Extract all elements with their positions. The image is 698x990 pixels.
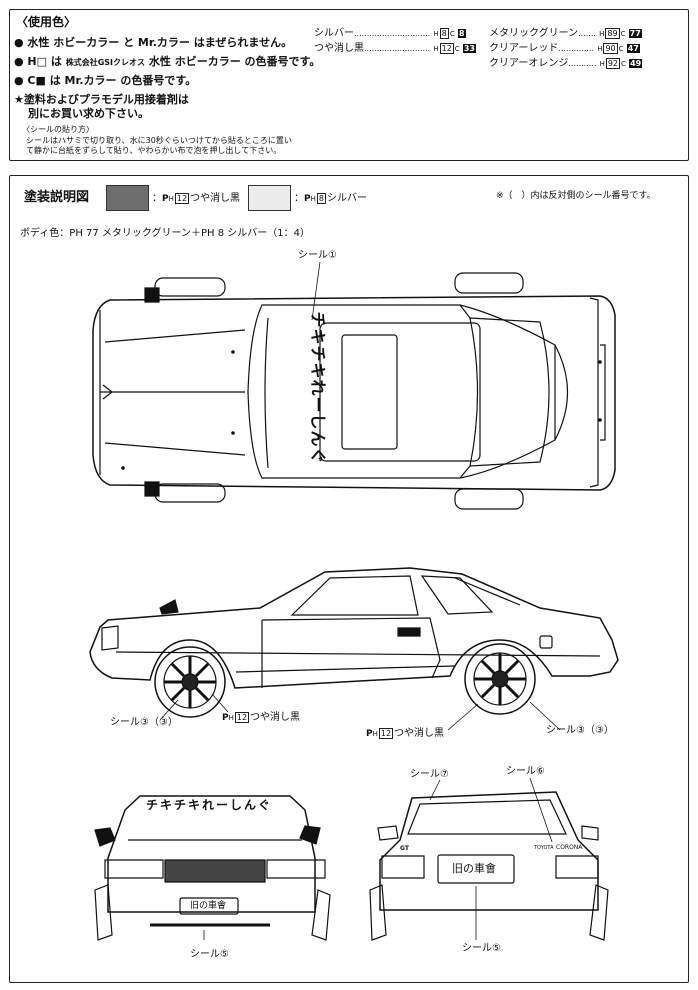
front-view [95,796,330,940]
seal-howto-title: 〈シールの貼り方〉 [22,125,94,134]
top-view [93,262,615,509]
purchase-note-2: 別にお買い求め下さい。 [28,107,149,120]
rear-emblem-maker: TOYOTA [534,845,554,851]
mixing-warning: ● 水性 ホビーカラー と Mr.カラー はまぜられません。 [14,36,293,49]
callout-seal-3-rear: シール③（③） [546,725,614,736]
purchase-note-1: ★塗料およびプラモデル用接着剤は [14,93,189,106]
rear-view [370,778,608,940]
windshield-decal-front: チキチキれーしんぐ [146,798,273,812]
hobby-color-note: ● H□ は 株式会社GSIクレオス 水性 ホビーカラー の色番号です。 [14,55,321,68]
rear-badge: GT [400,845,409,852]
paint-diagram-box [9,175,689,983]
rear-plate-text: 旧の車會 [452,862,496,875]
reverse-seal-note: ※（ ）内は反対側のシール番号です。 [496,191,656,201]
callout-seal-6: シール⑥ [506,766,545,777]
callout-seal-3-front: シール③（③） [110,717,178,728]
color-info-box [9,9,689,161]
body-color-spec: ボディ色：PH 77 メタリックグリーン＋PH 8 シルバー（1：4） [20,228,311,239]
front-plate-text: 旧の車會 [190,901,227,911]
paint-title: 塗装説明図 [24,190,90,205]
mr-color-note: ● C■ は Mr.カラー の色番号です。 [14,74,197,87]
callout-seal-1: シール① [298,250,337,261]
callout-seal-5-front: シール⑤ [190,949,229,960]
legend-light-swatch [248,185,291,211]
callout-seal-5-rear: シール⑤ [462,943,501,954]
callout-seal-7: シール⑦ [410,769,449,780]
side-view [90,568,618,730]
legend-dark-swatch [106,185,149,211]
rear-emblem: CORONA [556,844,583,851]
seal-howto-2: て静かに台紙をずらして貼り、やわらかい布で泡を押し出して下さい。 [26,146,282,155]
windshield-decal-top: チキチキれーしんぐ [308,311,328,465]
seal-howto-1: シールはハサミで切り取り、水に30秒ぐらいつけてから貼るところに置い [26,136,292,145]
usage-title: 〈使用色〉 [16,15,77,29]
